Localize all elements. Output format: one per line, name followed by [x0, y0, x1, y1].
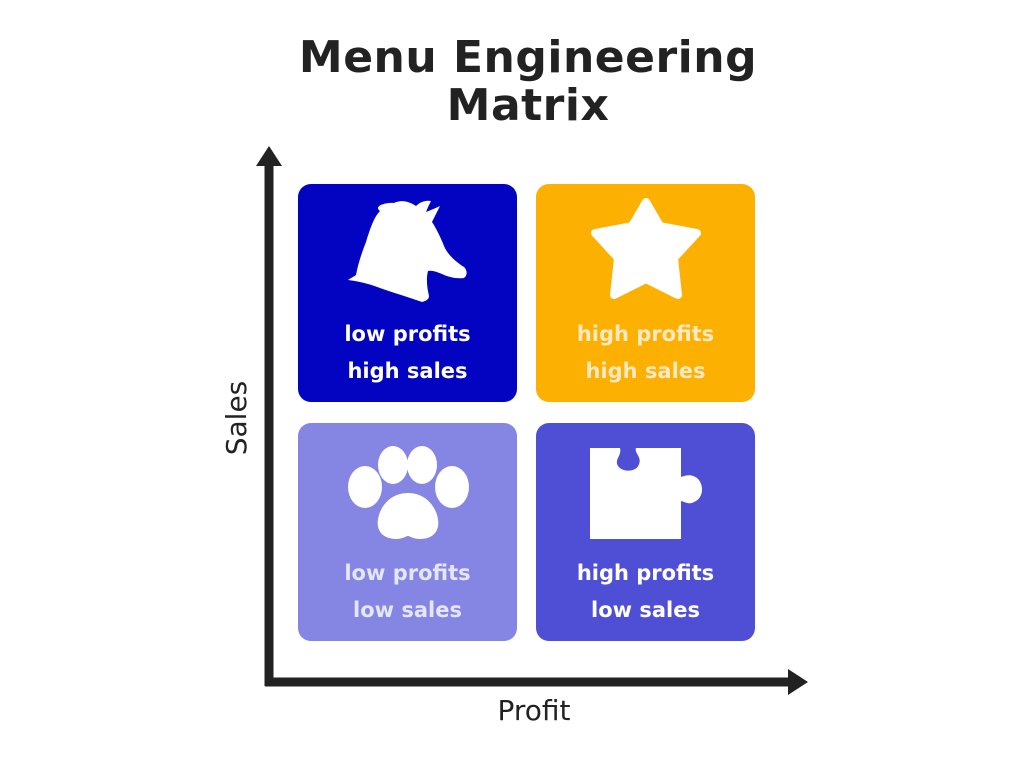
quadrant-text-profit: low profits	[344, 322, 471, 346]
quadrant-high-profits-high-sales: high profits high sales	[536, 184, 755, 402]
quadrant-text-profit: high profits	[576, 322, 715, 346]
page-title: Menu Engineering Matrix	[0, 34, 1024, 130]
puzzle-icon	[590, 448, 703, 539]
quadrant-text-sales: high sales	[347, 359, 468, 383]
quadrant-text-profit: low profits	[344, 561, 471, 585]
quadrant-low-profits-low-sales: low profits low sales	[298, 423, 517, 641]
paw-icon	[348, 446, 469, 539]
x-axis-arrow-icon	[788, 669, 808, 695]
title-line-2: Matrix	[446, 80, 610, 131]
y-axis-arrow-icon	[256, 146, 282, 166]
x-axis-label: Profit	[497, 694, 571, 727]
quadrant-low-profits-high-sales: low profits high sales	[298, 184, 517, 402]
quadrant-text-sales: low sales	[353, 598, 462, 622]
horse-icon	[348, 200, 467, 302]
quadrant-high-profits-low-sales: high profits low sales	[536, 423, 755, 641]
quadrant-text-sales: low sales	[591, 598, 700, 622]
quadrant-text-profit: high profits	[576, 561, 715, 585]
quadrant-text-sales: high sales	[585, 359, 706, 383]
y-axis-label: Sales	[220, 380, 253, 456]
star-icon	[591, 198, 701, 299]
title-line-1: Menu Engineering	[298, 32, 758, 83]
